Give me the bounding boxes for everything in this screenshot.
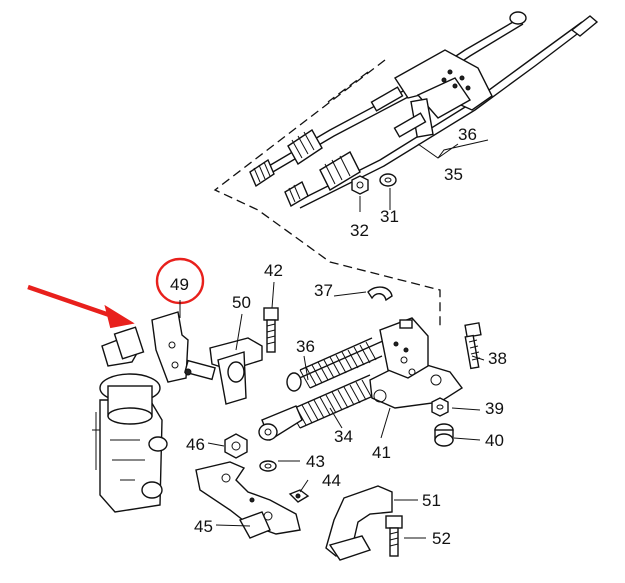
- leader-lines: [179, 139, 489, 539]
- callout-52: 52: [432, 529, 451, 548]
- callout-37: 37: [314, 281, 333, 300]
- bolt-52: [385, 515, 403, 557]
- bracket-49: [101, 311, 189, 383]
- callout-39: 39: [485, 399, 504, 418]
- callout-46: 46: [186, 435, 205, 454]
- callout-35: 35: [444, 165, 463, 184]
- callout-38: 38: [488, 349, 507, 368]
- callout-51: 51: [422, 491, 441, 510]
- bolt-42: [263, 307, 279, 353]
- washer-39: [431, 397, 449, 417]
- gearbox-housing: [92, 373, 168, 513]
- spring-36: [286, 337, 386, 392]
- callout-50: 50: [232, 293, 251, 312]
- callout-32: 32: [350, 221, 369, 240]
- bracket-51: [325, 485, 393, 561]
- callout-42: 42: [264, 261, 283, 280]
- washer-31: [379, 173, 397, 187]
- bolt-38: [464, 322, 482, 370]
- nut-40: [434, 423, 454, 447]
- nut-46: [224, 433, 248, 459]
- callout-36-upper: 36: [458, 125, 477, 144]
- washer-43: [259, 460, 277, 472]
- nut-32: [351, 175, 369, 195]
- callout-41: 41: [372, 443, 391, 462]
- callout-45: 45: [194, 517, 213, 536]
- base-plate-41: [369, 317, 464, 409]
- washer-44: [288, 489, 310, 503]
- spring-34: [258, 374, 381, 442]
- callout-labels: 49 50 42 37 36 34 41 38 39 40 46 43 44 4…: [170, 125, 507, 548]
- clip-37: [367, 286, 393, 302]
- callout-43: 43: [306, 452, 325, 471]
- callout-31: 31: [380, 207, 399, 226]
- plate-45: [195, 461, 301, 539]
- callout-49: 49: [170, 275, 189, 294]
- callout-40: 40: [485, 431, 504, 450]
- callout-44: 44: [322, 471, 341, 490]
- selector-lever-50: [184, 337, 263, 405]
- callout-36-lower: 36: [296, 337, 315, 356]
- assembly-dashed-outline: [213, 59, 441, 330]
- gear-cable-assembly: [249, 11, 599, 209]
- callout-34: 34: [334, 427, 353, 446]
- red-arrow-icon: [27, 284, 135, 329]
